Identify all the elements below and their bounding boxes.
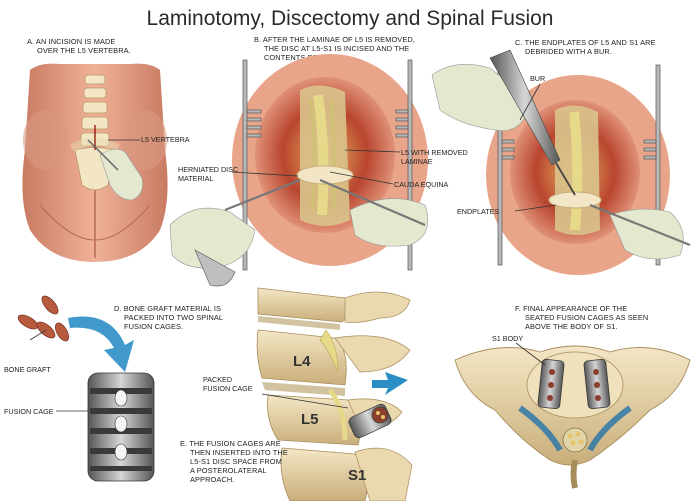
inserted-cage (348, 403, 392, 439)
panel-c-caption: C. THE ENDPLATES OF L5 AND S1 ARE DEBRID… (515, 38, 658, 56)
back-illustration (22, 63, 168, 262)
panel-f-caption: F. FINAL APPEARANCE OF THE SEATED FUSION… (515, 304, 650, 331)
label-bone-graft: BONE GRAFT (4, 365, 51, 374)
label-endplates: ENDPLATES (457, 207, 499, 216)
label-cauda-equina: CAUDA EQUINA (394, 180, 449, 189)
diagram-title: Laminotomy, Discectomy and Spinal Fusion (147, 7, 554, 30)
glove-hands-b (169, 198, 429, 287)
bur-instrument (489, 49, 576, 196)
label-s1-body: S1 BODY (492, 334, 523, 343)
blue-arrow-e (372, 372, 408, 395)
panel-a-caption: A. AN INCISION IS MADE OVER THE L5 VERTE… (27, 37, 131, 55)
retractor-b (242, 59, 413, 271)
panel-f: F. FINAL APPEARANCE OF THE SEATED FUSION… (454, 304, 691, 489)
label-l5-vertebra: L5 VERTEBRA (141, 135, 190, 144)
panel-d-caption: D. BONE GRAFT MATERIAL IS PACKED INTO TW… (114, 304, 225, 331)
fusion-cage-illustration (87, 372, 155, 482)
seated-cages (537, 359, 611, 409)
label-fusion-cage: FUSION CAGE (4, 407, 54, 416)
panel-d: D. BONE GRAFT MATERIAL IS PACKED INTO TW… (4, 295, 225, 482)
label-l5-removed-laminae: L5 WITH REMOVED LAMINAE (401, 148, 470, 166)
panel-a: A. AN INCISION IS MADE OVER THE L5 VERTE… (22, 37, 190, 262)
label-l4: L4 (293, 353, 311, 370)
panel-e-caption: E. THE FUSION CAGES ARE THEN INSERTED IN… (180, 439, 290, 484)
glove-hand-a (87, 139, 143, 201)
label-s1: S1 (348, 467, 366, 484)
surgical-field-b (169, 54, 429, 287)
label-packed-fusion-cage: PACKED FUSION CAGE (203, 375, 253, 393)
blue-arrow-d (68, 316, 134, 372)
sacrum-top-view (454, 345, 691, 489)
panel-b: B. AFTER THE LAMINAE OF L5 IS REMOVED, T… (169, 35, 470, 287)
label-l5: L5 (301, 411, 319, 428)
label-herniated-disc: HERNIATED DISC MATERIAL (178, 165, 240, 183)
surgical-field-c (431, 49, 691, 275)
panel-c: C. THE ENDPLATES OF L5 AND S1 ARE DEBRID… (431, 38, 691, 275)
retractor-c (497, 64, 661, 266)
lumbar-spine-side (256, 287, 413, 501)
panel-e: L4 L5 S1 PACKED FUSION CAGE E. THE FUSIO… (180, 287, 413, 501)
label-bur: BUR (530, 74, 545, 83)
bone-graft-pieces (17, 295, 69, 342)
